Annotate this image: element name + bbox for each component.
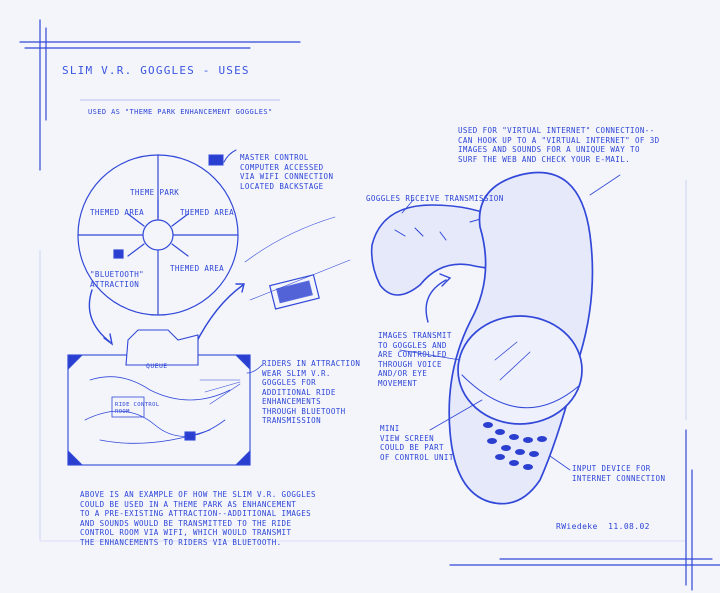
- page-title: SLIM V.R. GOGGLES - USES: [62, 64, 250, 77]
- leader-lines: [246, 174, 621, 471]
- master-control-icon: [208, 149, 237, 166]
- themed-area-1: THEMED AREA: [90, 208, 145, 217]
- theme-park-diagram: [77, 154, 239, 316]
- flow-arrows: [88, 273, 452, 346]
- ride-control-room-label: RIDE CONTROL ROOM: [115, 402, 160, 415]
- riders-note: RIDERS IN ATTRACTION WEAR SLIM V.R. GOGG…: [262, 359, 361, 425]
- subtitle: USED AS "THEME PARK ENHANCEMENT GOGGLES": [88, 108, 273, 116]
- theme-park-label: THEME PARK: [130, 188, 180, 197]
- ride-vehicle-sketch: [244, 216, 351, 310]
- ride-map-sketch: [67, 329, 251, 466]
- bottom-note: ABOVE IS AN EXAMPLE OF HOW THE SLIM V.R.…: [80, 490, 316, 547]
- mini-screen-note: MINI VIEW SCREEN COULD BE PART OF CONTRO…: [380, 424, 454, 462]
- images-transmit-note: IMAGES TRANSMIT TO GOGGLES AND ARE CONTR…: [378, 331, 452, 388]
- control-unit-sketch: [448, 171, 594, 505]
- input-device-note: INPUT DEVICE FOR INTERNET CONNECTION: [572, 464, 666, 483]
- themed-area-2: THEMED AREA: [180, 208, 235, 217]
- frame-lines: [19, 19, 720, 591]
- themed-area-3: THEMED AREA: [170, 264, 225, 273]
- signature: RWiedeke 11.08.02: [556, 522, 650, 531]
- internet-note: USED FOR "VIRTUAL INTERNET" CONNECTION--…: [458, 126, 660, 164]
- goggles-receive-label: GOGGLES RECEIVE TRANSMISSION: [366, 194, 504, 203]
- keypad-buttons: [483, 422, 547, 470]
- queue-label: QUEUE: [146, 362, 168, 370]
- master-control-note: MASTER CONTROL COMPUTER ACCESSED VIA WIF…: [240, 153, 334, 191]
- bluetooth-attraction-label: "BLUETOOTH" ATTRACTION: [90, 270, 145, 289]
